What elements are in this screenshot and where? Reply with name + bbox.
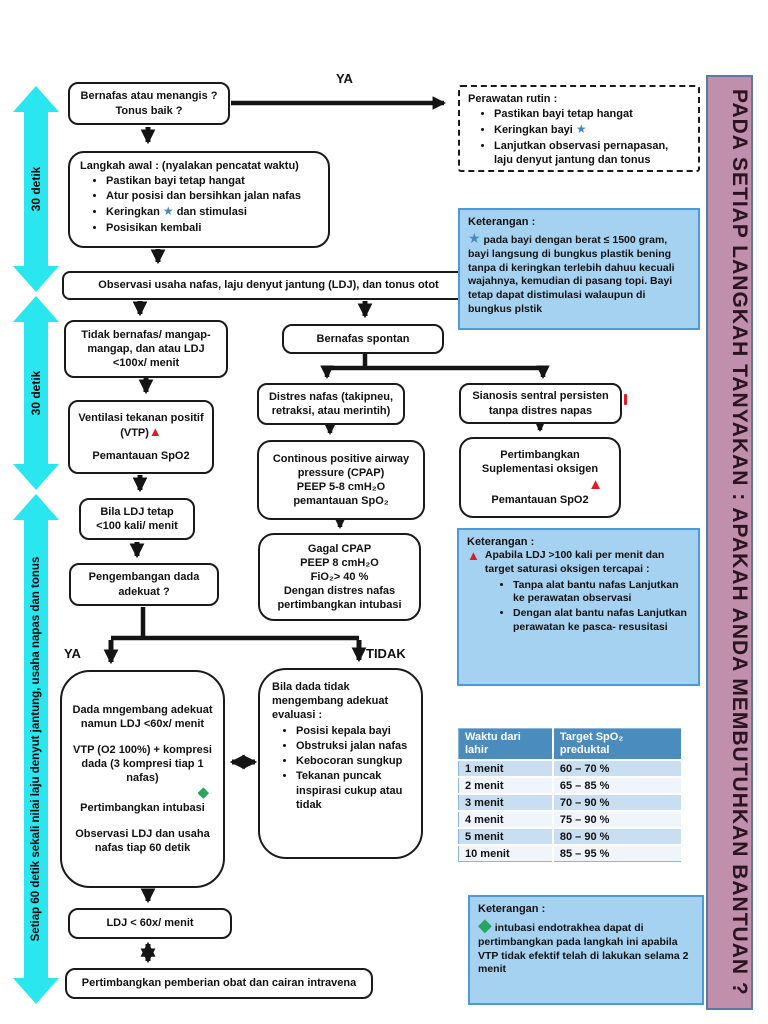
langkah-awal-item: Posisikan kembali — [106, 221, 301, 235]
box-sianosis: Sianosis sentral persisten tanpa distres… — [459, 383, 622, 424]
box-cpap: Continous positive airway pressure (CPAP… — [257, 440, 425, 520]
note-title: Keterangan : — [467, 536, 535, 548]
timeline-label-60s: Setiap 60 detik sekali nilai laju denyut… — [30, 556, 42, 942]
sidebar-banner: PADA SETIAP LANGKAH TANYAKAN : APAKAH AN… — [706, 75, 753, 1010]
perawatan-rutin-item: Keringkan bayi ★ — [494, 122, 690, 137]
note-title: Keterangan : — [478, 903, 546, 915]
box-vtp: Ventilasi tekanan positif (VTP)▲ Pemanta… — [68, 400, 214, 474]
box-bila-ldj: Bila LDJ tetap <100 kali/ menit — [79, 498, 195, 540]
star-icon: ★ — [162, 204, 174, 219]
langkah-awal-title: Langkah awal : (nyalakan pencatat waktu) — [80, 160, 299, 172]
timeline-arrow-30s-1-shape — [13, 86, 59, 292]
evaluasi-item: Obstruksi jalan nafas — [296, 739, 413, 753]
label-ya: YA — [64, 646, 81, 661]
box-pengembangan-dada: Pengembangan dada adekuat ? — [69, 563, 219, 606]
star-icon: ★ — [575, 122, 587, 137]
spo2-target-table: Waktu dari lahir Target SpO₂ preduktal 1… — [458, 728, 684, 863]
box-observasi: Observasi usaha nafas, laju denyut jantu… — [62, 271, 475, 300]
langkah-awal-item: Pastikan bayi tetap hangat — [106, 174, 301, 188]
box-gagal-cpap: Gagal CPAP PEEP 8 cmH₂O FiO₂> 40 % Denga… — [258, 533, 421, 621]
label-tidak: TIDAK — [366, 646, 406, 661]
green-diamond-icon: ◆ — [197, 784, 209, 802]
red-tick-icon — [624, 394, 627, 405]
star-icon: ★ — [468, 230, 481, 247]
box-langkah-awal: Langkah awal : (nyalakan pencatat waktu)… — [68, 151, 330, 248]
bila-dada-title: Bila dada tidak mengembang adekuat evalu… — [272, 681, 389, 722]
timeline-arrow-60s-shape — [13, 494, 59, 1004]
green-diamond-icon: ◆ — [478, 915, 492, 936]
box-perawatan-rutin: Perawatan rutin : Pastikan bayi tetap ha… — [458, 85, 700, 172]
red-triangle-icon: ▲ — [148, 423, 162, 439]
box-pertimbangkan-obat: Pertimbangkan pemberian obat dan cairan … — [65, 968, 373, 999]
timeline-label-30s-2: 30 detik — [29, 370, 43, 416]
note-title: Keterangan : — [468, 216, 536, 228]
note-diamond-keterangan: Keterangan : ◆ intubasi endotrakhea dapa… — [468, 895, 704, 1005]
box-tidak-bernafas: Tidak bernafas/ mangap-mangap, dan atau … — [64, 320, 228, 378]
table-header-row: Waktu dari lahir Target SpO₂ preduktal — [458, 728, 684, 761]
note-star-keterangan: Keterangan : ★ pada bayi dengan berat ≤ … — [458, 208, 700, 330]
perawatan-rutin-item: Pastikan bayi tetap hangat — [494, 107, 690, 121]
langkah-awal-item: Atur posisi dan bersihkan jalan nafas — [106, 189, 301, 203]
box-suplementasi-oksigen: Pertimbangkan Suplementasi oksigen ▲ Pem… — [459, 437, 621, 518]
note-triangle-keterangan: Keterangan : ▲ Apabila LDJ >100 kali per… — [457, 528, 700, 686]
box-bernafas-menangis: Bernafas atau menangis ? Tonus baik ? — [68, 82, 230, 125]
timeline-label-30s-1: 30 detik — [29, 166, 43, 212]
langkah-awal-item: Keringkan ★ dan stimulasi — [106, 204, 301, 219]
box-dada-mengembang: Dada mngembang adekuat namun LDJ <60x/ m… — [60, 670, 225, 888]
perawatan-rutin-item: Lanjutkan observasi pernapasan, laju den… — [494, 139, 690, 167]
timeline-arrow-30s-2-shape — [13, 296, 59, 490]
box-bila-dada-tidak: Bila dada tidak mengembang adekuat evalu… — [258, 668, 423, 859]
evaluasi-item: Posisi kepala bayi — [296, 724, 413, 738]
col-header-waktu: Waktu dari lahir — [458, 728, 554, 761]
evaluasi-item: Kebocoran sungkup — [296, 754, 413, 768]
col-header-target: Target SpO₂ preduktal — [552, 728, 684, 761]
red-triangle-icon: ▲ — [588, 475, 603, 493]
note-item: Dengan alat bantu nafas Lanjutkan perawa… — [513, 607, 690, 634]
note-item: Tanpa alat bantu nafas Lanjutkan ke pera… — [513, 579, 690, 606]
evaluasi-item: Tekanan puncak inspirasi cukup atau tida… — [296, 769, 413, 811]
box-bernafas-spontan: Bernafas spontan — [282, 324, 444, 354]
label-ya-top: YA — [336, 71, 353, 86]
box-distres-nafas: Distres nafas (takipneu, retraksi, atau … — [257, 383, 405, 425]
perawatan-rutin-title: Perawatan rutin : — [468, 93, 558, 105]
box-ldj-60: LDJ < 60x/ menit — [68, 908, 232, 939]
red-triangle-icon: ▲ — [467, 548, 480, 564]
